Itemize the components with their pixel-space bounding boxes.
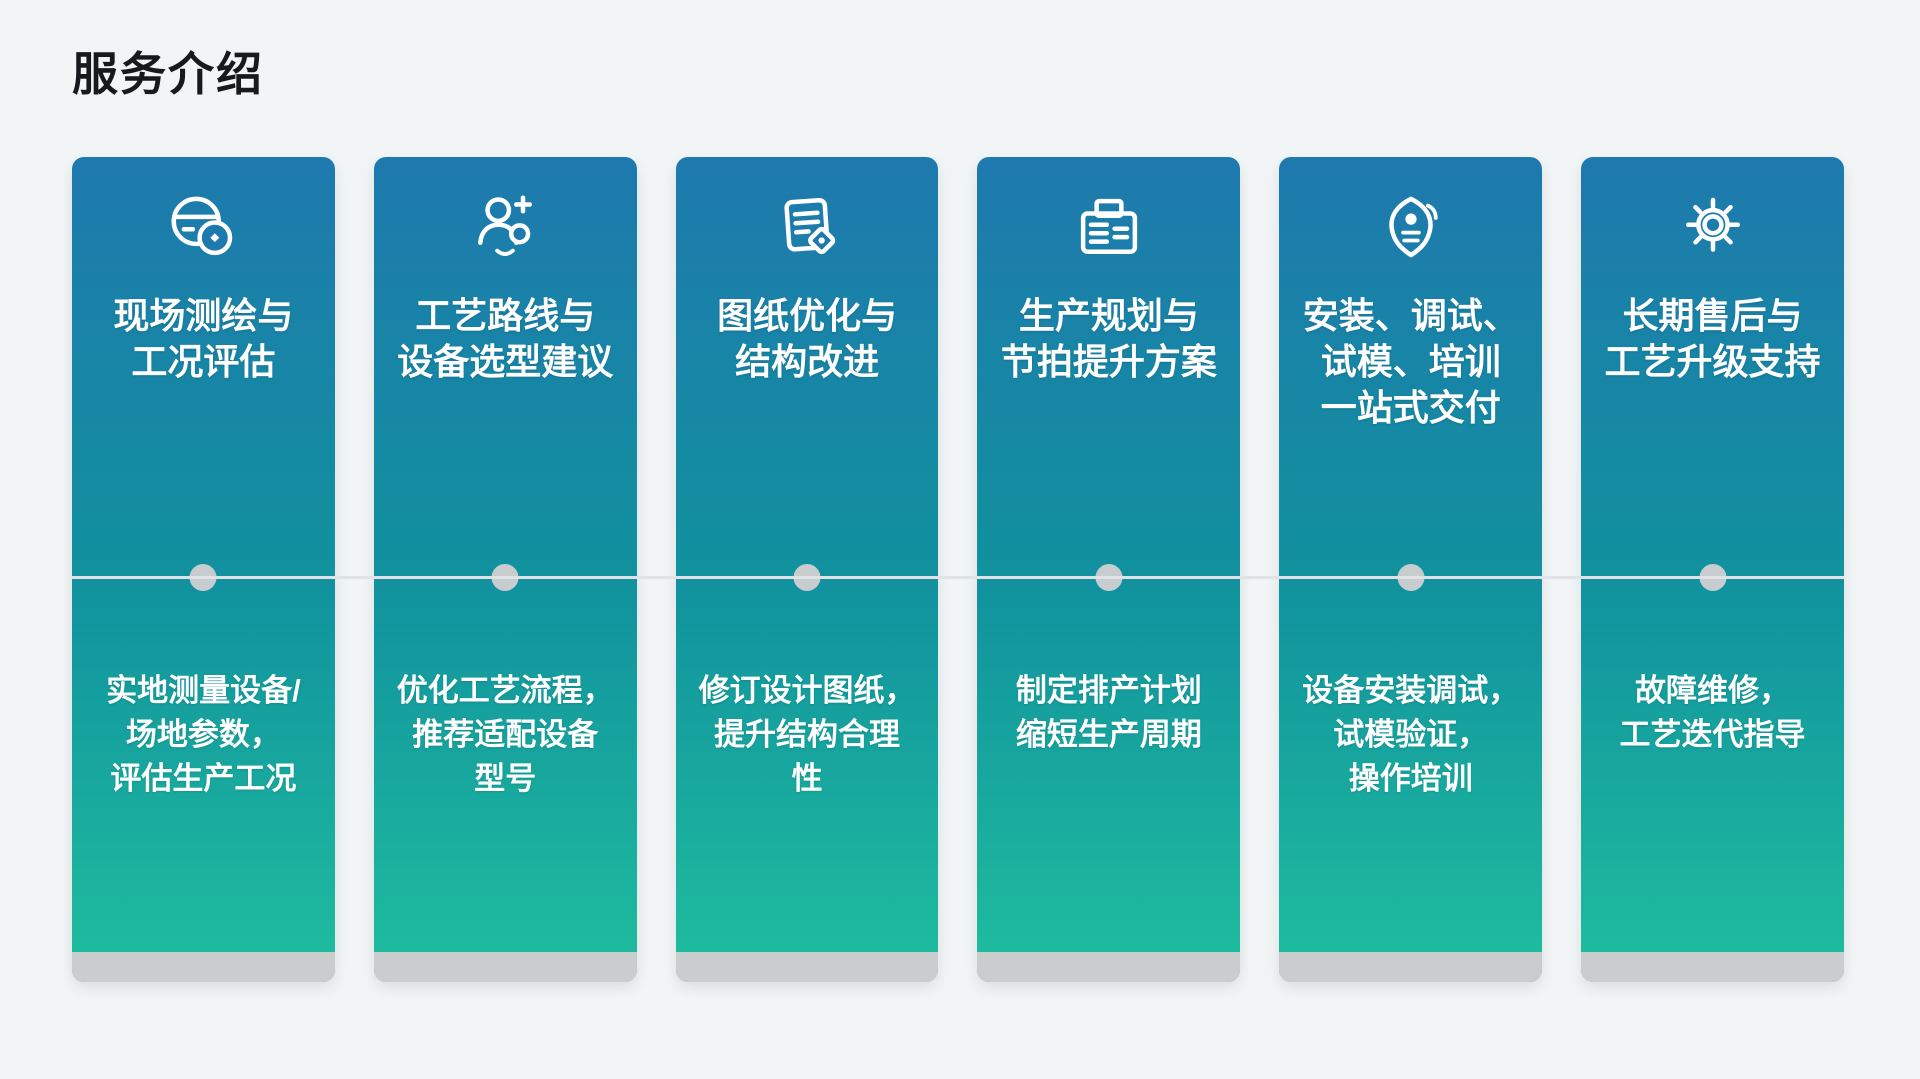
gear-icon — [1677, 191, 1749, 263]
card-description: 优化工艺流程， 推荐适配设备 型号 — [396, 673, 614, 796]
card-title: 安装、调试、 试模、培训 一站式交付 — [1302, 295, 1519, 428]
service-card-turnkey-delivery: 安装、调试、 试模、培训 一站式交付 设备安装调试， 试模验证， 操作培训 — [1279, 157, 1543, 982]
card-description: 修订设计图纸， 提升结构合理 性 — [698, 673, 916, 796]
card-description: 故障维修， 工艺迭代指导 — [1619, 673, 1806, 752]
card-footer-strip — [1581, 952, 1844, 982]
connector-dot — [1095, 564, 1123, 591]
page-title: 服务介绍 — [72, 48, 264, 100]
cards-row: 现场测绘与 工况评估 实地测量设备/ 场地参数， 评估生产工况 工艺路线与 设备… — [72, 157, 1844, 982]
card-footer-strip — [72, 952, 335, 982]
add-user-icon — [469, 191, 541, 263]
card-description: 实地测量设备/ 场地参数， 评估生产工况 — [106, 673, 301, 796]
service-card-site-survey: 现场测绘与 工况评估 实地测量设备/ 场地参数， 评估生产工况 — [72, 157, 335, 982]
connector-dot — [793, 564, 821, 591]
connector-dot — [1699, 564, 1727, 591]
card-footer-strip — [1279, 952, 1543, 982]
card-footer-strip — [977, 952, 1241, 982]
service-card-process-route: 工艺路线与 设备选型建议 优化工艺流程， 推荐适配设备 型号 — [373, 157, 637, 982]
connector-dot — [1397, 564, 1425, 591]
document-tag-icon — [771, 191, 843, 263]
card-description: 制定排产计划 缩短生产周期 — [1015, 673, 1202, 752]
card-title: 工艺路线与 设备选型建议 — [397, 295, 614, 382]
service-card-after-sales: 长期售后与 工艺升级支持 故障维修， 工艺迭代指导 — [1581, 157, 1844, 982]
survey-scope-icon — [167, 191, 239, 263]
card-footer-strip — [675, 952, 939, 982]
connector-dot — [189, 564, 217, 591]
card-title: 现场测绘与 工况评估 — [113, 295, 294, 382]
production-machine-icon — [1073, 191, 1145, 263]
service-card-drawing-optimization: 图纸优化与 结构改进 修订设计图纸， 提升结构合理 性 — [675, 157, 939, 982]
card-title: 长期售后与 工艺升级支持 — [1604, 295, 1821, 382]
card-title: 生产规划与 节拍提升方案 — [1000, 295, 1217, 382]
card-description: 设备安装调试， 试模验证， 操作培训 — [1302, 673, 1520, 796]
certified-badge-icon — [1375, 191, 1447, 263]
card-footer-strip — [373, 952, 637, 982]
service-card-production-planning: 生产规划与 节拍提升方案 制定排产计划 缩短生产周期 — [977, 157, 1241, 982]
card-title: 图纸优化与 结构改进 — [717, 295, 898, 382]
connector-line — [72, 576, 1844, 579]
connector-dot — [491, 564, 519, 591]
